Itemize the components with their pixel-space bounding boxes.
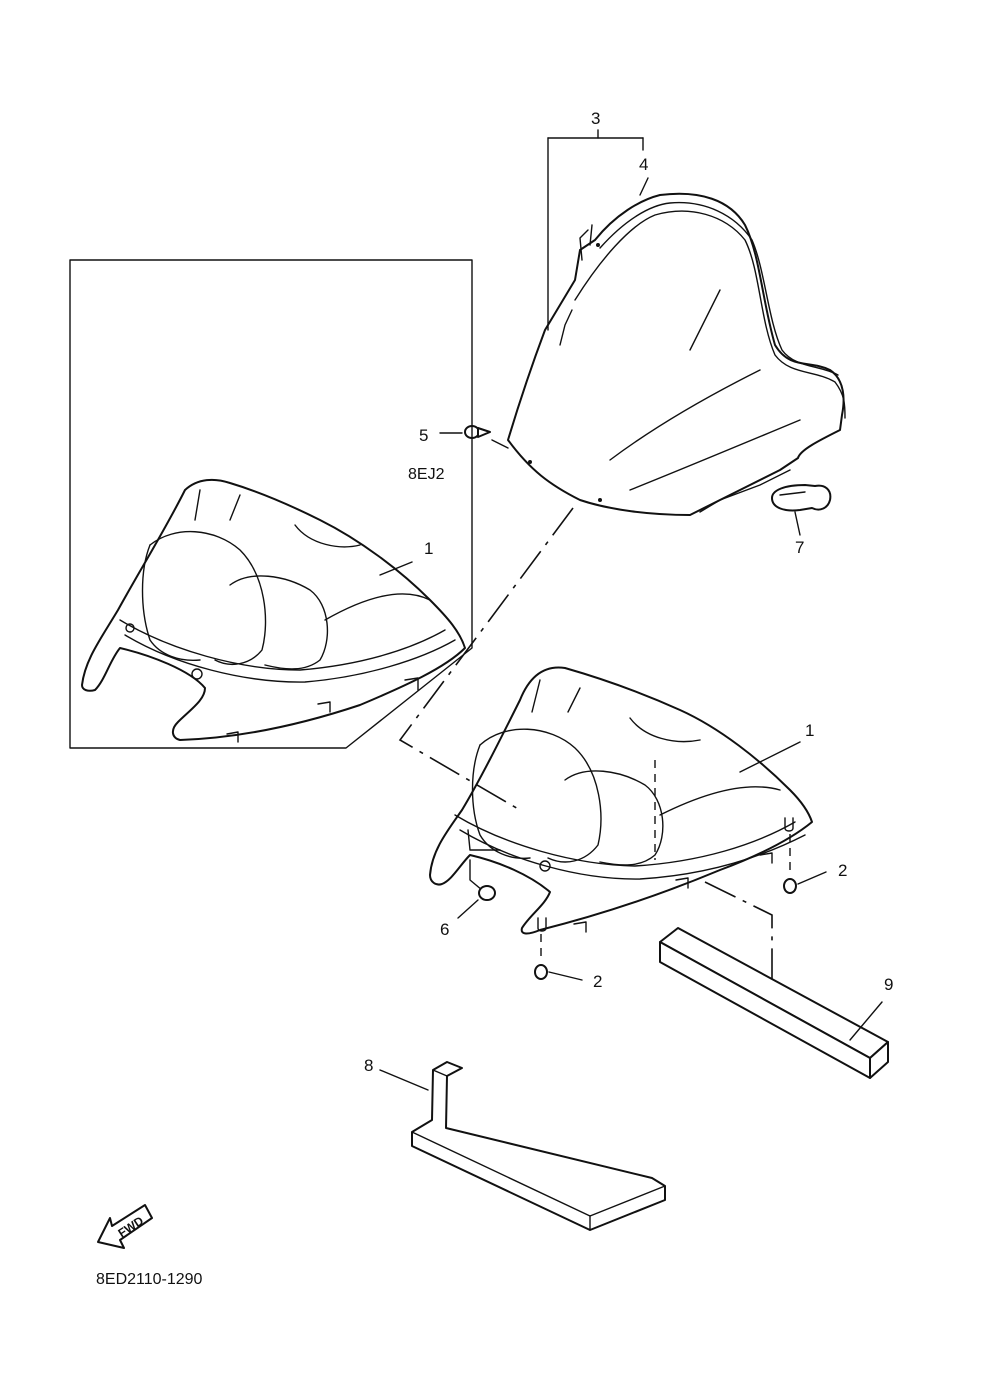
callout-7: 7 bbox=[795, 538, 804, 557]
callout-3: 3 bbox=[591, 109, 600, 128]
bracket-8 bbox=[379, 1061, 666, 1231]
nut-6 bbox=[457, 859, 496, 919]
screw-2-upper bbox=[783, 834, 827, 894]
callout-1-main: 1 bbox=[805, 721, 814, 740]
callout-2-lower: 2 bbox=[593, 972, 602, 991]
callout-9: 9 bbox=[884, 975, 893, 994]
inset-box bbox=[69, 259, 473, 749]
bolt-5 bbox=[439, 425, 509, 449]
pad-9 bbox=[659, 927, 889, 1079]
fwd-arrow-icon bbox=[97, 1204, 153, 1249]
clip-7 bbox=[771, 484, 832, 536]
inset-label: 8EJ2 bbox=[408, 466, 445, 483]
callout-3-bracket bbox=[547, 129, 649, 331]
callout-1-inset: 1 bbox=[424, 539, 433, 558]
callout-2-upper: 2 bbox=[838, 861, 847, 880]
callout-8: 8 bbox=[364, 1056, 373, 1075]
windshield bbox=[507, 192, 846, 516]
callout-6: 6 bbox=[440, 920, 449, 939]
leader-dashes bbox=[398, 507, 773, 985]
screw-2-lower bbox=[534, 934, 583, 981]
callout-5: 5 bbox=[419, 426, 428, 445]
callout-4: 4 bbox=[639, 155, 648, 174]
main-cowl bbox=[429, 666, 813, 935]
inset-cowl bbox=[81, 478, 466, 743]
drawing-code: 8ED2110-1290 bbox=[96, 1271, 203, 1288]
